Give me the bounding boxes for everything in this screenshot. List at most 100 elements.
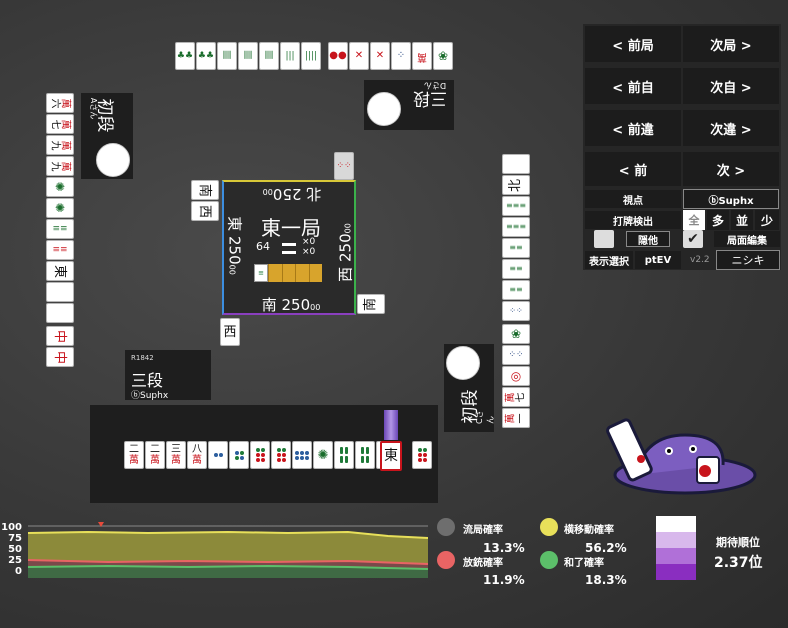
next-skip-button[interactable]: 次違 > [683,110,779,146]
detect-few-button[interactable]: 少 [755,210,779,230]
hand-tile[interactable]: 二萬 [124,441,144,469]
tile: |||| [301,42,321,70]
agari-value: 18.3% [585,573,627,587]
detect-all-button[interactable]: 全 [683,210,705,230]
riichi-count: ×0 [302,247,316,257]
hide-other-checkbox[interactable] [594,230,614,248]
left-player-pie [96,143,130,177]
check-icon: ✔ [687,231,699,247]
hand-tile[interactable] [334,441,354,469]
tile: ⫼⫼ [259,42,279,70]
south-label: 南 [261,296,277,314]
honba-stick-icon [282,243,296,246]
hand-tile[interactable] [229,441,249,469]
ptev-button[interactable]: ptEV [635,251,681,269]
yokoido-dot [540,518,558,536]
self-player-name: ⓑSuphx [131,391,169,401]
west-seat: 西 25000 [336,223,355,282]
expected-rank-value: 2.37位 [714,555,763,571]
hand-tile-selected[interactable]: 東 [380,441,402,471]
drawn-tile[interactable] [412,441,432,469]
top-player-rank: 三段 [413,88,447,108]
tile: ⁘⁘ [502,301,530,321]
next-button[interactable]: 次 > [683,152,779,186]
right-player-pie [446,346,480,380]
tile: ≡≡ [502,259,530,279]
riichi-stick-icon [282,251,296,254]
hand-tile[interactable]: 八萬 [187,441,207,469]
prev-round-button[interactable]: < 前局 [585,26,681,62]
y-tick-0: 0 [15,566,22,577]
prev-skip-button[interactable]: < 前違 [585,110,681,146]
tile: ✕ [349,42,369,70]
hand-tile[interactable] [208,441,228,469]
tile: ♣♣ [196,42,216,70]
tile: ✕ [370,42,390,70]
tile: ≡≡ [46,240,74,260]
houju-value: 11.9% [483,573,525,587]
tile: ◎ [502,366,530,386]
tile: ❀ [433,42,453,70]
discard-detect-label: 打牌検出 [585,211,681,229]
tile: ≡≡ [46,219,74,239]
expected-rank-label: 期待順位 [716,536,760,549]
prev-button[interactable]: < 前 [585,152,681,186]
display-select-button[interactable]: 表示選択 [585,251,633,269]
right-wind-marker: 南 [357,294,385,314]
edit-board-checkbox[interactable]: ✔ [683,230,703,248]
detect-many-button[interactable]: 多 [707,210,729,230]
hand-tile[interactable]: 二萬 [145,441,165,469]
north-seat: 北 25000 [262,185,322,203]
tile: 萬 [412,42,432,70]
hide-other-label: 隠他 [626,231,670,247]
dora-indicator: ⁘⁘ [334,152,354,180]
tile: 中 [46,326,74,346]
round-name: 東一局 [261,216,321,240]
self-player-panel: R1842 三段 ⓑSuphx [125,350,211,401]
viewpoint-label: 視点 [585,190,681,208]
next-self-button[interactable]: 次自 > [683,68,779,104]
detect-normal-button[interactable]: 並 [731,210,753,230]
next-round-button[interactable]: 次局 > [683,26,779,62]
honba-count: ×0 [302,237,316,247]
tile [46,282,74,302]
tile: ✺ [46,198,74,218]
top-player-pie [367,92,401,126]
right-player-name: Cさん [475,410,495,424]
south-seat: 南 25000 [261,296,321,314]
tile: 萬七 [502,387,530,407]
hand-tile[interactable]: 三萬 [166,441,186,469]
ai-name-select[interactable]: ニシキ [716,250,780,270]
graph-y-axis: 100 75 50 25 0 [0,522,26,578]
west-score: 250 [336,233,355,263]
tile: 東 [46,261,74,281]
version-label: v2.2 [690,255,710,265]
remaining-tiles: 64 [256,240,270,253]
tile: 七萬 [46,114,74,134]
east-seat: 東 25000 [225,216,244,275]
tile: ≡≡ [502,238,530,258]
ryukyoku-dot [437,518,455,536]
prev-self-button[interactable]: < 前自 [585,68,681,104]
hand-tile[interactable] [355,441,375,469]
tile: 北 [502,175,530,195]
self-player-rank: 三段 [131,371,164,390]
self-hand: 二萬 二萬 三萬 八萬 ✺ 東 [124,441,434,471]
hand-tile[interactable] [250,441,270,469]
top-player-name: Dさん [424,81,447,90]
tile: 九萬 [46,135,74,155]
ryukyoku-label: 流局確率 [463,525,503,536]
hand-tile[interactable]: ✺ [313,441,333,469]
viewpoint-select[interactable]: ⓑSuphx [683,189,779,209]
hand-tile[interactable] [271,441,291,469]
north-score: 250 [272,185,302,203]
hand-tile[interactable] [292,441,312,469]
tile: ||| [280,42,300,70]
tile: 萬一 [502,408,530,428]
east-label: 東 [225,216,244,232]
self-player-id: R1842 [131,354,154,362]
tile: ≡≡≡ [502,217,530,237]
tile: ✺ [46,177,74,197]
south-score: 250 [281,296,311,314]
bottom-wind-marker: 西 [220,318,240,346]
